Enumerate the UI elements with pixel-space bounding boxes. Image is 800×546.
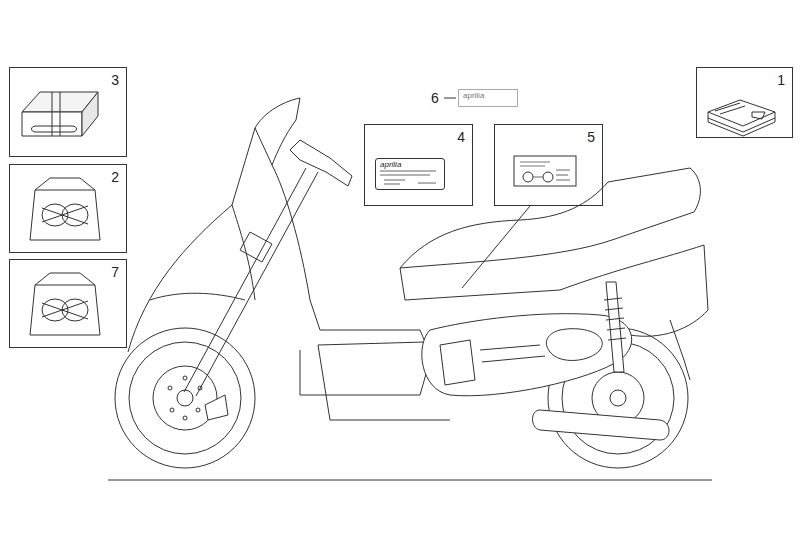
- sticker-text: aprilia: [463, 91, 513, 101]
- callout-number: 6: [431, 90, 439, 106]
- callout-number: 5: [502, 129, 595, 145]
- item-box: 2: [9, 164, 127, 253]
- sticker-drawing: [514, 156, 576, 186]
- item-box: 5: [494, 124, 603, 206]
- sticker-lines: [380, 171, 436, 184]
- tool-bag-icon: [30, 178, 100, 240]
- sticker-label: aprilia: [375, 158, 445, 190]
- item-box: 4 aprilia: [364, 124, 473, 206]
- ground-line: [108, 480, 712, 481]
- rear-shock: [604, 282, 626, 372]
- tool-bag-icon: [30, 273, 100, 335]
- front-fairing: [128, 98, 320, 352]
- pouch-icon: [22, 92, 98, 136]
- sticker-label: aprilia: [458, 89, 518, 107]
- callout-number: 3: [17, 72, 119, 88]
- callout-number: 4: [372, 129, 465, 145]
- exhaust: [533, 410, 670, 440]
- callout-number: 1: [704, 72, 785, 88]
- item-box: 7: [9, 259, 127, 348]
- manual-stack-icon: [708, 100, 775, 136]
- callout-number: 2: [17, 169, 119, 185]
- leader-line: [462, 206, 530, 288]
- engine-unit: [422, 314, 632, 396]
- front-fork: [184, 140, 352, 396]
- item-box: 1: [696, 67, 793, 138]
- front-wheel: [115, 328, 255, 468]
- callout-number: 7: [17, 264, 119, 280]
- leader-line: [444, 98, 456, 99]
- sticker-text: aprilia: [380, 160, 440, 170]
- item-box: 3: [9, 67, 127, 157]
